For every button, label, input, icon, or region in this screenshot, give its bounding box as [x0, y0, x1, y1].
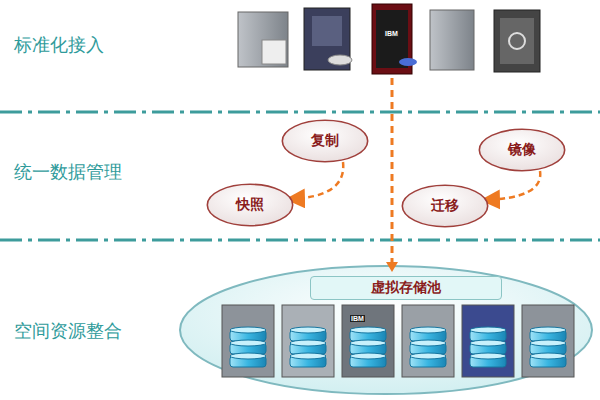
- band-label: 标准化接入: [14, 33, 104, 57]
- vendor-logo: IBM: [384, 30, 399, 37]
- band-label: 空间资源整合: [14, 319, 122, 343]
- flow-arrow: [290, 162, 343, 199]
- vendor-logo: IBM: [350, 315, 365, 322]
- function-bubble: 迁移: [401, 184, 489, 228]
- band-separator: [0, 239, 600, 242]
- node-text: 快照: [236, 196, 264, 214]
- flow-arrow: [485, 171, 540, 200]
- node-text: 镜像: [508, 141, 536, 159]
- function-bubble: 镜像: [478, 128, 566, 172]
- function-bubble: 复制: [281, 119, 369, 163]
- host-servers: [238, 4, 540, 74]
- node-text: 复制: [311, 132, 339, 150]
- node-text: 迁移: [431, 197, 459, 215]
- band-separator: [0, 111, 600, 114]
- storage-pool-box: 虚拟存储池: [310, 276, 502, 300]
- data-flow-line: [391, 78, 394, 264]
- band-label: 统一数据管理: [14, 160, 122, 184]
- pool-ellipse: [180, 266, 592, 394]
- storage-arrays: [222, 305, 574, 377]
- arrow-head: [386, 262, 398, 272]
- function-bubble: 快照: [206, 183, 294, 227]
- node-text: 虚拟存储池: [371, 279, 441, 297]
